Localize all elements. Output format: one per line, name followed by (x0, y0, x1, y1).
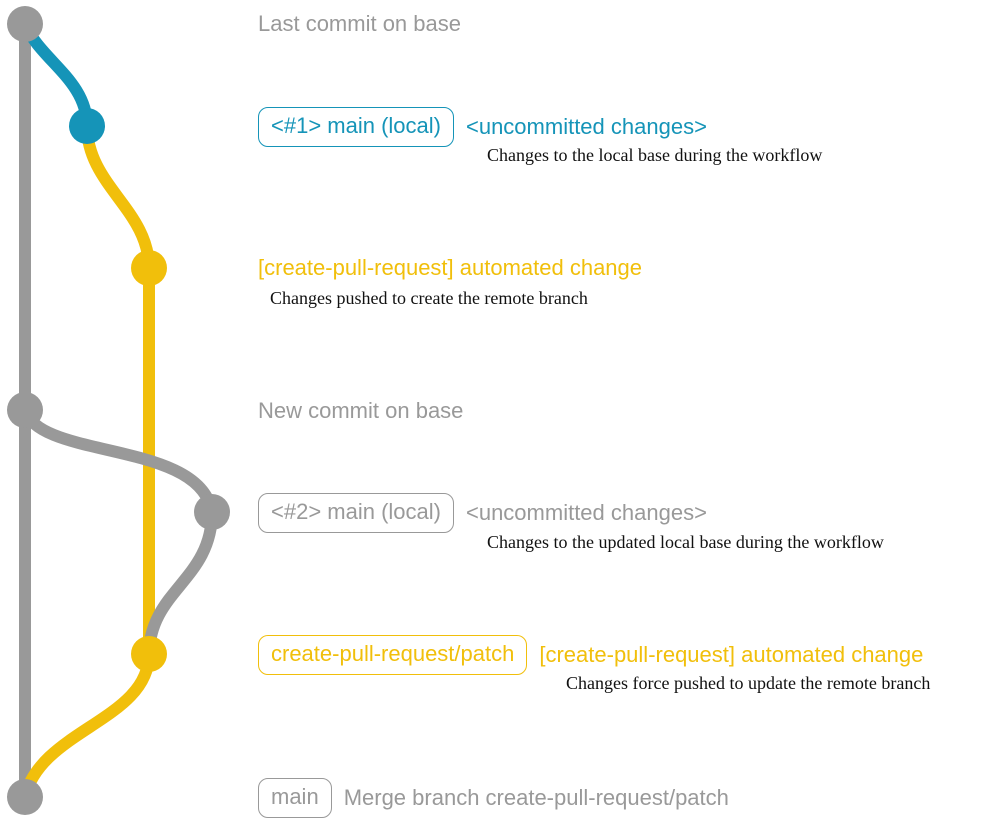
branch-label[interactable]: create-pull-request/patch (258, 635, 528, 675)
commit-note: Changes pushed to create the remote bran… (270, 288, 588, 308)
commit-row-5: <#2> main (local) <uncommitted changes> (258, 493, 707, 533)
commit-message: Last commit on base (258, 11, 461, 36)
commit-graph (7, 6, 230, 815)
commit-node-3[interactable] (131, 250, 167, 286)
commit-row-7: main Merge branch create-pull-request/pa… (258, 778, 729, 818)
branch-line-local-2 (143, 506, 218, 660)
commit-node-2[interactable] (69, 108, 105, 144)
branch-line-local-2 (19, 404, 218, 518)
commit-row-1: Last commit on base (258, 10, 461, 38)
commit-node-1[interactable] (7, 6, 43, 42)
commit-node-7[interactable] (7, 779, 43, 815)
commit-node-6[interactable] (131, 636, 167, 672)
commit-message: [create-pull-request] automated change (539, 642, 924, 667)
commit-row-4: New commit on base (258, 397, 463, 425)
commit-row-6: create-pull-request/patch [create-pull-r… (258, 635, 923, 675)
commit-message: <uncommitted changes> (465, 500, 707, 525)
commit-row-3: [create-pull-request] automated change (258, 254, 642, 282)
branch-line-pr (81, 120, 155, 274)
branch-label[interactable]: <#1> main (local) (258, 107, 454, 147)
commit-node-4[interactable] (7, 392, 43, 428)
commit-message: [create-pull-request] automated change (258, 255, 643, 280)
commit-note: Changes to the updated local base during… (487, 532, 884, 552)
commit-node-5[interactable] (194, 494, 230, 530)
commit-row-2: <#1> main (local) <uncommitted changes> (258, 107, 707, 147)
commit-message: <uncommitted changes> (465, 114, 707, 139)
branch-line-merge (19, 648, 155, 803)
commit-message: Merge branch create-pull-request/patch (343, 785, 729, 810)
commit-note: Changes force pushed to update the remot… (566, 673, 931, 693)
branch-label[interactable]: main (258, 778, 332, 818)
branch-label[interactable]: <#2> main (local) (258, 493, 454, 533)
commit-message: New commit on base (258, 398, 464, 423)
commit-note: Changes to the local base during the wor… (487, 145, 823, 165)
